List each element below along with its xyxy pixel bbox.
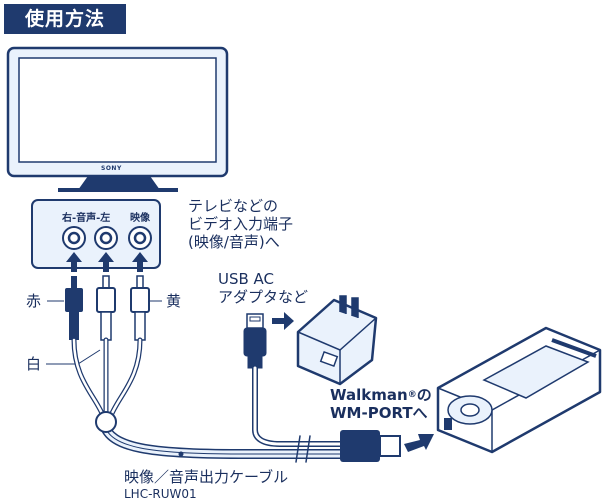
jack-audio-right bbox=[62, 226, 86, 250]
walkman-player bbox=[436, 326, 602, 454]
ac-adapter bbox=[296, 295, 378, 386]
yellow-plug-label: 黄 bbox=[166, 292, 182, 310]
yellow-plug bbox=[130, 275, 150, 341]
jack-label-audio: 右-音声-左 bbox=[62, 213, 111, 224]
tv-input-label-line1: テレビなどの bbox=[188, 197, 279, 215]
walkman-brand: Walkman bbox=[330, 386, 408, 404]
jack-audio-left bbox=[94, 226, 118, 250]
arrow-to-adapter bbox=[272, 312, 294, 330]
ferrite-core bbox=[95, 411, 117, 433]
tv-input-label-line2: ビデオ入力端子 bbox=[188, 215, 294, 233]
adapter-label-line2: アダプタなど bbox=[218, 288, 309, 306]
arrow-to-walkman bbox=[404, 434, 434, 452]
jack-panel bbox=[31, 199, 161, 269]
page-title: 使用方法 bbox=[4, 4, 126, 34]
jack-label-video: 映像 bbox=[130, 213, 150, 224]
red-plug bbox=[65, 276, 83, 340]
usb-cable bbox=[243, 313, 343, 463]
white-plug-label: 白 bbox=[26, 355, 42, 373]
jack-arrows bbox=[66, 252, 148, 272]
walkman-suffix: の bbox=[416, 386, 432, 404]
walkman-label-line1: Walkman®の bbox=[330, 387, 432, 404]
cable-model-label: LHC-RUW01 bbox=[124, 487, 197, 501]
cable-name-label: 映像／音声出力ケーブル bbox=[124, 468, 289, 486]
registered-mark: ® bbox=[407, 390, 417, 400]
white-plug bbox=[96, 275, 116, 341]
tv bbox=[6, 46, 229, 192]
red-plug-label: 赤 bbox=[26, 292, 42, 310]
tv-brand-logo: SONY bbox=[101, 165, 122, 172]
walkman-label-line2: WM-PORTへ bbox=[330, 404, 428, 422]
jack-video bbox=[128, 226, 152, 250]
adapter-label-line1: USB AC bbox=[218, 270, 275, 288]
tv-input-label-line3: (映像/音声)へ bbox=[188, 233, 280, 251]
wm-port-connector bbox=[340, 430, 401, 462]
